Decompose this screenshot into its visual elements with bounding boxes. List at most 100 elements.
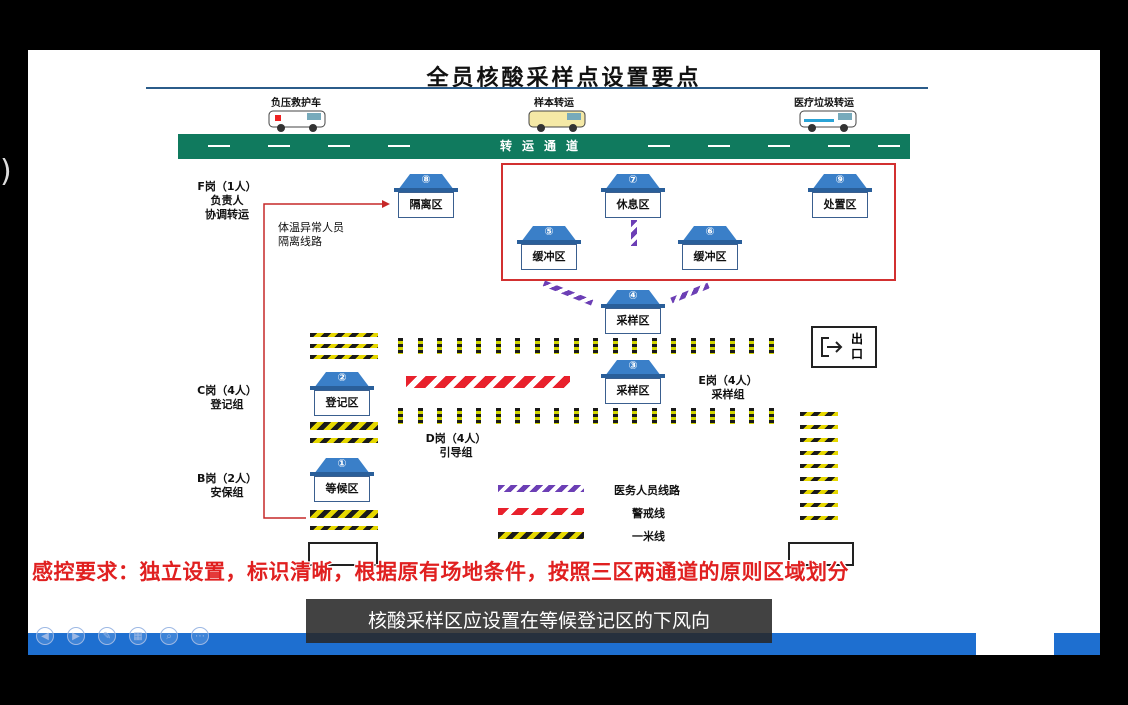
tent-roof-icon — [601, 360, 665, 378]
tent-label: 采样区 — [605, 378, 661, 404]
legend-label-staff-route: 医务人员线路 — [614, 484, 680, 497]
pen-icon[interactable]: ✎ — [98, 627, 116, 645]
post-e-title: E岗（4人） — [698, 374, 758, 387]
tent-roof-icon — [310, 458, 374, 476]
post-e: E岗（4人） 采样组 — [678, 374, 778, 402]
more-icon[interactable]: ⋯ — [191, 627, 209, 645]
post-f: F岗（1人） 负责人 协调转运 — [178, 180, 276, 222]
tent-roof-icon — [601, 290, 665, 308]
tent-roof-icon — [517, 226, 581, 244]
video-subtitle: 核酸采样区应设置在等候登记区的下风向 — [306, 599, 772, 643]
side-bracket-glyph: ) — [0, 154, 12, 189]
exit-label: 出口 — [851, 332, 864, 361]
one-meter-line — [310, 526, 378, 530]
post-d: D岗（4人） 引导组 — [406, 432, 506, 460]
next-icon[interactable]: ▶ — [67, 627, 85, 645]
prev-icon[interactable]: ◀ — [36, 627, 54, 645]
tent-buffer-b: ⑥ 缓冲区 — [674, 224, 746, 272]
post-d-role: 引导组 — [439, 446, 473, 459]
legend-label-one-meter: 一米线 — [632, 530, 665, 543]
vehicle-label-ambulance: 负压救护车 — [271, 98, 321, 109]
isolation-route-line1: 体温异常人员 — [278, 221, 344, 234]
slide-bottom-bar-right — [1054, 633, 1100, 655]
one-meter-line — [310, 510, 378, 518]
infection-control-caption: 感控要求：独立设置，标识清晰，根据原有场地条件，按照三区两通道的原则区域划分 — [32, 560, 849, 584]
tent-waiting: ① 等候区 — [306, 456, 378, 504]
exit-gate-sign — [788, 542, 854, 566]
transport-road: 转运通道 — [178, 134, 910, 159]
legend-swatch-staff-route — [498, 485, 584, 492]
tent-label: 处置区 — [812, 192, 868, 218]
tent-isolation: ⑧ 隔离区 — [390, 172, 462, 220]
staff-route-vertical — [631, 220, 637, 246]
tent-roof-icon — [808, 174, 872, 192]
guide-posts-lower — [398, 408, 774, 426]
exit-arrow-icon — [821, 337, 843, 357]
tent-number: ⑦ — [628, 173, 638, 186]
slides-icon[interactable]: ▦ — [129, 627, 147, 645]
post-b-role: 安保组 — [210, 486, 244, 499]
presentation-slide: 全员核酸采样点设置要点 负压救护车 样本转运 医疗垃圾转运 转运通道 F岗（1人… — [28, 50, 1100, 655]
tent-number: ④ — [628, 289, 638, 302]
post-f-duty: 协调转运 — [205, 208, 249, 221]
tent-label: 休息区 — [605, 192, 661, 218]
tent-number: ⑥ — [705, 225, 715, 238]
clean-zone-boundary — [501, 163, 896, 281]
tent-number: ③ — [628, 359, 638, 372]
guide-posts-upper — [398, 338, 774, 356]
one-meter-line — [310, 344, 378, 348]
tent-roof-icon — [601, 174, 665, 192]
isolation-route-line2: 隔离线路 — [278, 235, 322, 248]
vehicle-label-sample: 样本转运 — [534, 98, 574, 109]
sample-van-icon — [528, 110, 586, 132]
one-meter-line — [310, 333, 378, 337]
warning-line — [406, 376, 570, 388]
post-c-title: C岗（4人） — [197, 384, 257, 397]
slide-title: 全员核酸采样点设置要点 — [426, 66, 702, 91]
exit-sign: 出口 — [811, 326, 877, 368]
tent-roof-icon — [310, 372, 374, 390]
tent-label: 缓冲区 — [521, 244, 577, 270]
post-c: C岗（4人） 登记组 — [178, 384, 276, 412]
tent-label: 隔离区 — [398, 192, 454, 218]
tent-number: ① — [337, 457, 347, 470]
tent-number: ⑤ — [544, 225, 554, 238]
tent-disposal: ⑨ 处置区 — [804, 172, 876, 220]
isolation-route-label: 体温异常人员 隔离线路 — [278, 221, 344, 249]
entry-sign — [308, 542, 378, 566]
tent-number: ⑧ — [421, 173, 431, 186]
legend-label-warning-line: 警戒线 — [632, 507, 665, 520]
vehicle-label-waste: 医疗垃圾转运 — [794, 98, 854, 109]
legend-swatch-one-meter — [498, 532, 584, 539]
tent-label: 登记区 — [314, 390, 370, 416]
post-f-title: F岗（1人） — [197, 180, 257, 193]
tent-buffer-a: ⑤ 缓冲区 — [513, 224, 585, 272]
isolation-route-arrow — [263, 200, 390, 519]
title-underline — [146, 87, 928, 89]
tent-roof-icon — [394, 174, 458, 192]
tent-number: ② — [337, 371, 347, 384]
post-d-title: D岗（4人） — [425, 432, 487, 445]
tent-sampling-upper: ④ 采样区 — [597, 288, 669, 336]
exit-queue-lines — [800, 412, 838, 520]
post-c-role: 登记组 — [210, 398, 244, 411]
tent-rest: ⑦ 休息区 — [597, 172, 669, 220]
tent-label: 缓冲区 — [682, 244, 738, 270]
one-meter-line — [310, 422, 378, 430]
staff-route-left — [542, 280, 594, 306]
post-e-role: 采样组 — [711, 388, 745, 401]
legend-swatch-warning-line — [498, 508, 584, 515]
road-label: 转运通道 — [499, 139, 588, 153]
tent-label: 等候区 — [314, 476, 370, 502]
tent-roof-icon — [678, 226, 742, 244]
tent-label: 采样区 — [605, 308, 661, 334]
zoom-icon[interactable]: ⌕ — [160, 627, 178, 645]
staff-route-right — [670, 282, 710, 304]
post-b: B岗（2人） 安保组 — [178, 472, 276, 500]
one-meter-line — [310, 355, 378, 359]
tent-sampling-lower: ③ 采样区 — [597, 358, 669, 406]
waste-van-icon — [799, 110, 857, 132]
ambulance-icon — [268, 110, 326, 132]
tent-registration: ② 登记区 — [306, 370, 378, 418]
post-b-title: B岗（2人） — [196, 472, 258, 485]
